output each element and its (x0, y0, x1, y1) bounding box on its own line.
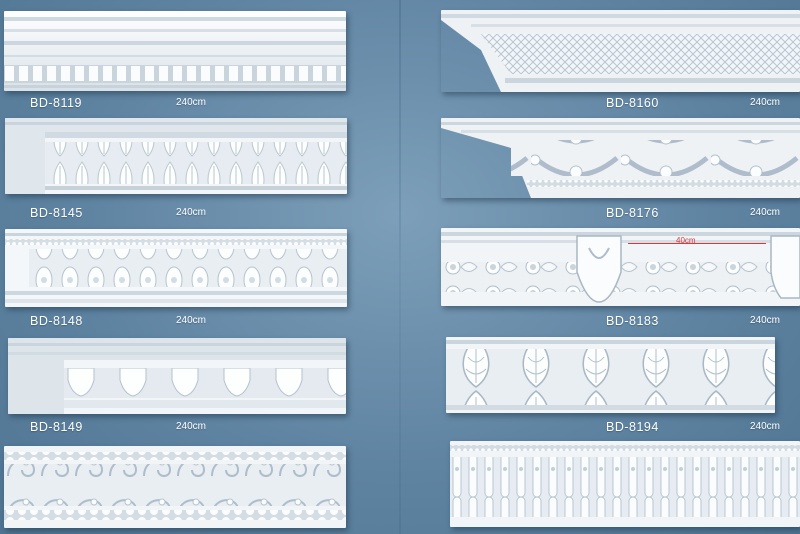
molding-image-bd-8149 (8, 338, 346, 414)
product-length: 240cm (750, 315, 781, 326)
product-length: 240cm (176, 97, 207, 108)
molding-image-bd-8145 (5, 118, 347, 194)
product-code: BD-8148 (30, 314, 83, 328)
product-length: 240cm (750, 97, 781, 108)
product-length: 240cm (176, 421, 207, 432)
product-code: BD-8160 (606, 96, 659, 110)
dimension-line (628, 243, 766, 244)
product-code: BD-8149 (30, 420, 83, 434)
dimension-label: 40cm (676, 236, 696, 245)
column-divider (399, 0, 401, 534)
product-length: 240cm (176, 315, 207, 326)
molding-image-fluted-right (450, 441, 800, 527)
molding-image-bd-8183 (441, 228, 800, 306)
product-length: 240cm (176, 207, 207, 218)
molding-image-bd-8160 (441, 10, 800, 92)
molding-image-bd-8119 (4, 11, 346, 91)
molding-image-bd-8194 (446, 337, 775, 413)
molding-image-scroll-left (4, 446, 346, 528)
product-length: 240cm (750, 421, 781, 432)
product-code: BD-8194 (606, 420, 659, 434)
product-code: BD-8176 (606, 206, 659, 220)
molding-image-bd-8176 (441, 118, 800, 198)
product-code: BD-8145 (30, 206, 83, 220)
product-code: BD-8119 (30, 96, 82, 110)
product-code: BD-8183 (606, 314, 659, 328)
molding-image-bd-8148 (5, 229, 347, 307)
product-length: 240cm (750, 207, 781, 218)
